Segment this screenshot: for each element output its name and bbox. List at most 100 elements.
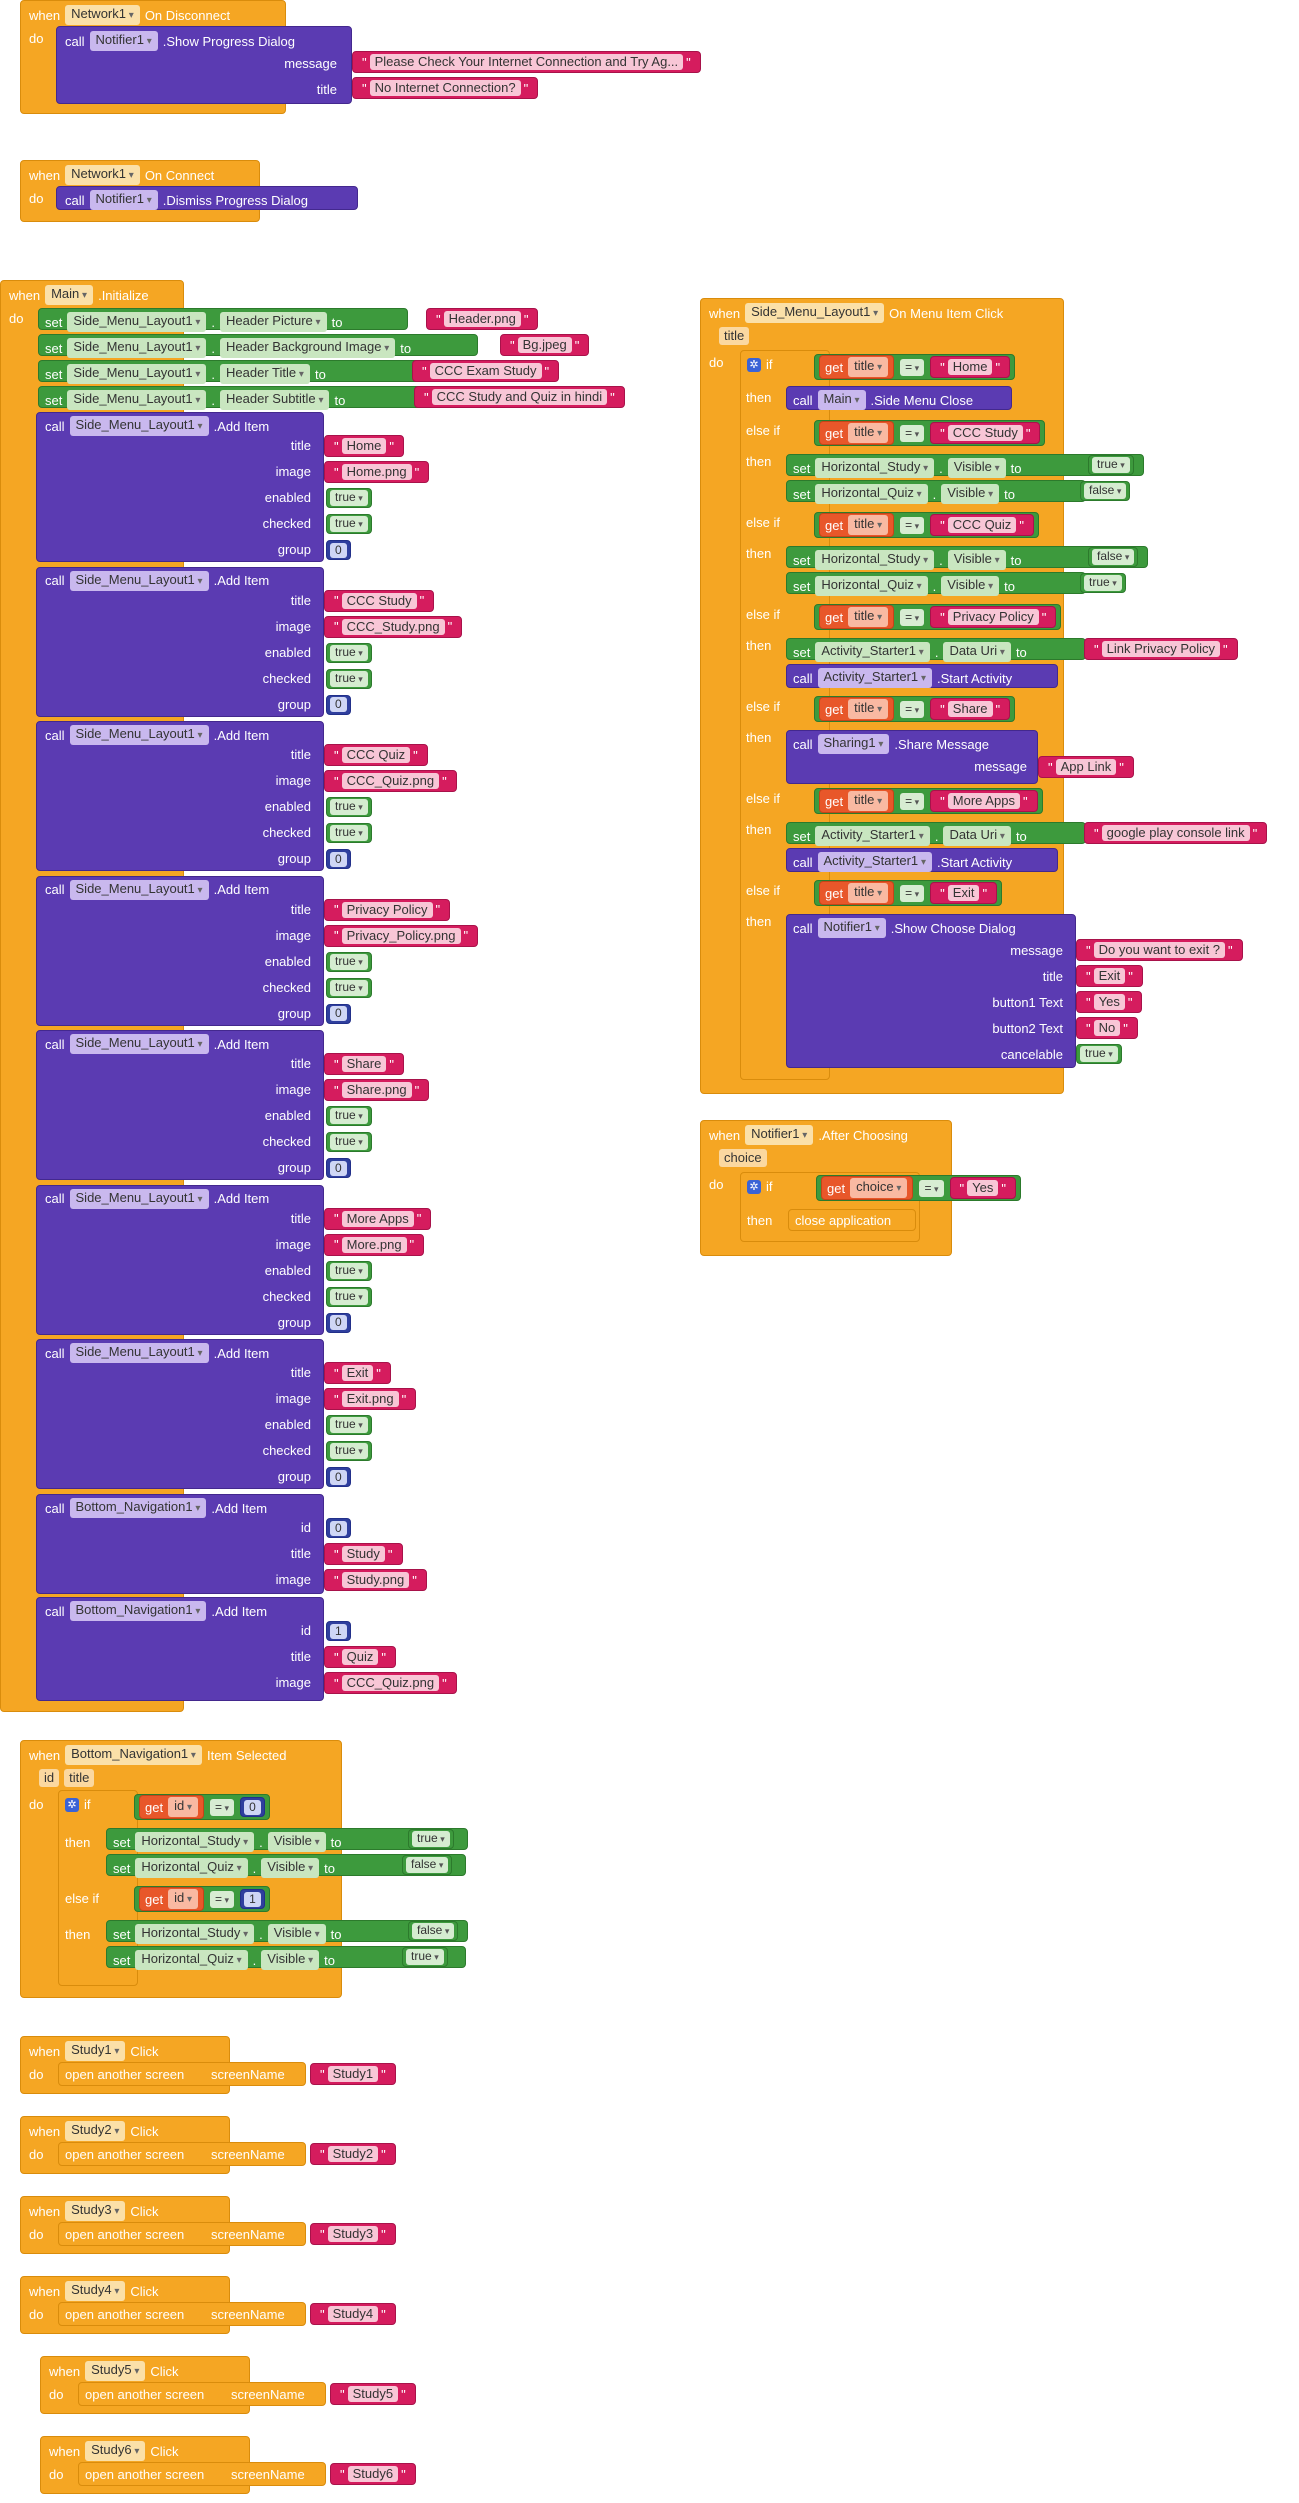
boolean-value[interactable]: false — [1084, 483, 1127, 499]
string-value[interactable]: Home — [341, 438, 387, 454]
component-dropdown[interactable]: Side_Menu_Layout1 — [69, 1034, 209, 1054]
string-block[interactable]: "CCC Study and Quiz in hindi" — [414, 386, 625, 408]
component-dropdown[interactable]: Activity_Starter1 — [817, 852, 932, 872]
boolean-value[interactable]: true — [330, 979, 368, 996]
boolean-value[interactable]: true — [330, 1288, 368, 1305]
component-dropdown[interactable]: Side_Menu_Layout1 — [69, 1343, 209, 1363]
component-dropdown[interactable]: Side_Menu_Layout1 — [69, 570, 209, 591]
boolean-block[interactable]: true — [326, 1106, 372, 1126]
string-block[interactable]: "CCC_Study.png" — [324, 615, 463, 638]
string-value[interactable]: Study4 — [327, 2306, 379, 2322]
number-block[interactable]: 0 — [326, 1003, 351, 1024]
component-dropdown[interactable]: Notifier1 — [89, 31, 158, 51]
string-block[interactable]: "Study2" — [310, 2143, 396, 2165]
string-block[interactable]: "Privacy Policy" — [930, 606, 1057, 628]
string-value[interactable]: Exit — [1093, 968, 1126, 984]
string-block[interactable]: "CCC_Quiz.png" — [324, 770, 457, 792]
string-value[interactable]: Bg.jpeg — [517, 337, 572, 353]
boolean-block[interactable]: true — [326, 668, 372, 689]
boolean-value[interactable]: true — [330, 799, 368, 815]
string-value[interactable]: Privacy Policy — [341, 901, 433, 918]
string-value[interactable]: CCC Quiz — [947, 517, 1017, 533]
boolean-block[interactable]: true — [402, 1947, 448, 1967]
string-block[interactable]: "CCC_Quiz.png" — [324, 1672, 457, 1694]
string-value[interactable]: Do you want to exit ? — [1093, 942, 1226, 958]
string-block[interactable]: "Study3" — [310, 2223, 396, 2245]
string-value[interactable]: CCC_Quiz.png — [341, 773, 440, 789]
boolean-block[interactable]: false — [408, 1921, 459, 1941]
string-value[interactable]: CCC_Quiz.png — [341, 1675, 440, 1691]
boolean-block[interactable]: true — [408, 1829, 454, 1849]
string-block[interactable]: "CCC Study" — [930, 422, 1041, 444]
component-dropdown[interactable]: Side_Menu_Layout1 — [67, 312, 207, 332]
boolean-block[interactable]: false — [1088, 547, 1139, 567]
string-value[interactable]: CCC Study and Quiz in hindi — [431, 389, 608, 405]
property-dropdown[interactable]: Visible — [267, 1924, 326, 1944]
number-value[interactable]: 1 — [330, 1623, 347, 1639]
boolean-value[interactable]: true — [330, 644, 368, 661]
component-dropdown[interactable]: Horizontal_Study — [815, 458, 935, 478]
string-value[interactable]: Exit — [341, 1365, 374, 1381]
gear-icon[interactable]: ✲ — [65, 1797, 79, 1812]
string-block[interactable]: "Exit" — [1076, 965, 1143, 987]
component-dropdown[interactable]: Horizontal_Study — [815, 550, 935, 570]
component-dropdown[interactable]: Side_Menu_Layout1 — [745, 303, 885, 323]
component-dropdown[interactable]: Study6 — [85, 2441, 146, 2461]
component-dropdown[interactable]: Study1 — [65, 2041, 126, 2061]
string-value[interactable]: CCC Exam Study — [429, 363, 542, 379]
component-dropdown[interactable]: Notifier1 — [89, 190, 158, 210]
string-value[interactable]: No — [1093, 1020, 1121, 1036]
number-value[interactable]: 0 — [330, 1160, 347, 1176]
string-value[interactable]: More.png — [341, 1236, 407, 1253]
boolean-block[interactable]: false — [1080, 481, 1131, 501]
variable-dropdown[interactable]: choice — [850, 1178, 908, 1198]
equals-dropdown[interactable]: = — [919, 1179, 944, 1197]
string-value[interactable]: No Internet Connection? — [369, 80, 521, 96]
variable-dropdown[interactable]: title — [848, 699, 889, 719]
string-value[interactable]: Study.png — [341, 1572, 410, 1588]
string-block[interactable]: "Exit" — [324, 1362, 391, 1384]
string-block[interactable]: "Home" — [324, 435, 404, 457]
string-value[interactable]: Yes — [1093, 994, 1125, 1010]
boolean-value[interactable]: false — [412, 1923, 455, 1939]
variable-dropdown[interactable]: title — [848, 515, 889, 535]
string-block[interactable]: "Study4" — [310, 2303, 396, 2325]
boolean-value[interactable]: true — [330, 1417, 368, 1433]
component-dropdown[interactable]: Study5 — [85, 2361, 146, 2381]
string-block[interactable]: "Study.png" — [324, 1569, 427, 1591]
boolean-block[interactable]: true — [326, 823, 372, 843]
number-block[interactable]: 1 — [326, 1621, 351, 1641]
variable-dropdown[interactable]: title — [848, 357, 889, 377]
number-value[interactable]: 1 — [244, 1891, 261, 1907]
string-value[interactable]: More Apps — [341, 1210, 414, 1227]
number-value[interactable]: 0 — [330, 851, 347, 867]
event-param[interactable]: title — [719, 327, 750, 345]
equals-dropdown[interactable]: = — [900, 358, 925, 376]
boolean-block[interactable]: true — [326, 1415, 372, 1435]
string-value[interactable]: Exit — [947, 885, 980, 901]
equals-dropdown[interactable]: = — [900, 516, 925, 534]
string-block[interactable]: "Study1" — [310, 2063, 396, 2085]
boolean-block[interactable]: true — [326, 488, 372, 508]
gear-icon[interactable]: ✲ — [747, 1179, 761, 1194]
string-value[interactable]: google play console link — [1101, 825, 1250, 841]
